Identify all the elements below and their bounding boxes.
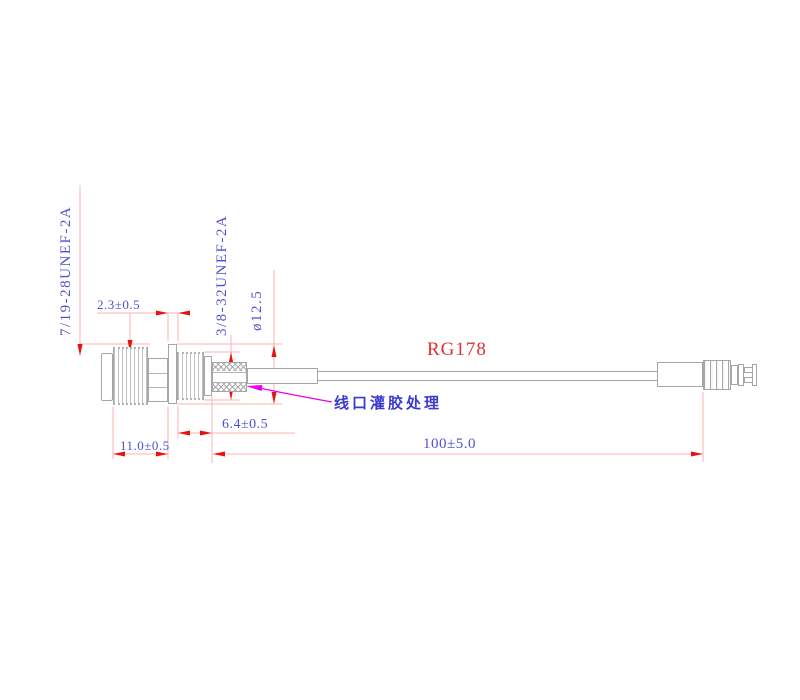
plug-tip-base bbox=[738, 364, 744, 386]
left-thread-body bbox=[113, 347, 148, 405]
flange-thickness-dim: 2.3±0.5 bbox=[97, 297, 141, 312]
right-thread-body bbox=[177, 352, 204, 400]
glue-treatment-note: 线口灌胶处理 bbox=[334, 396, 443, 412]
thread-step bbox=[204, 356, 212, 396]
crimp-ferrule bbox=[212, 362, 247, 392]
right-connector-boot bbox=[657, 362, 703, 387]
knurl-hatch-bottom bbox=[213, 383, 246, 391]
right-connector-neck bbox=[731, 365, 738, 385]
ferrule-bore-top bbox=[213, 372, 246, 373]
glue-leader-line bbox=[246, 385, 333, 403]
mid-cylinder bbox=[148, 358, 168, 402]
flange-diameter-label: ø12.5 bbox=[249, 289, 265, 331]
dimension-arrowheads bbox=[77, 310, 703, 457]
mid-bore-line-bottom bbox=[149, 387, 167, 388]
heat-shrink-tube bbox=[247, 368, 318, 384]
mid-bore-line-top bbox=[149, 373, 167, 374]
cable-type-note: RG178 bbox=[427, 339, 487, 360]
left-thread-spec-label: 7/19-28UNEF-2A bbox=[58, 205, 74, 336]
thread-stickout-dim: 6.4±0.5 bbox=[222, 417, 269, 432]
right-thread-spec-label: 3/8-32UNEF-2A bbox=[214, 214, 230, 336]
cable-length-dim: 100±5.0 bbox=[423, 436, 476, 452]
plug-tip-end bbox=[752, 364, 757, 386]
ferrule-bore-bottom bbox=[213, 382, 246, 383]
left-connector-end-cap bbox=[101, 353, 113, 401]
knurl-hatch-top bbox=[213, 363, 246, 371]
mounting-flange bbox=[168, 344, 177, 404]
connector-body-length-dim: 11.0±0.5 bbox=[120, 438, 170, 453]
right-connector-ribbed-body bbox=[703, 360, 731, 390]
coax-cable bbox=[318, 371, 658, 381]
